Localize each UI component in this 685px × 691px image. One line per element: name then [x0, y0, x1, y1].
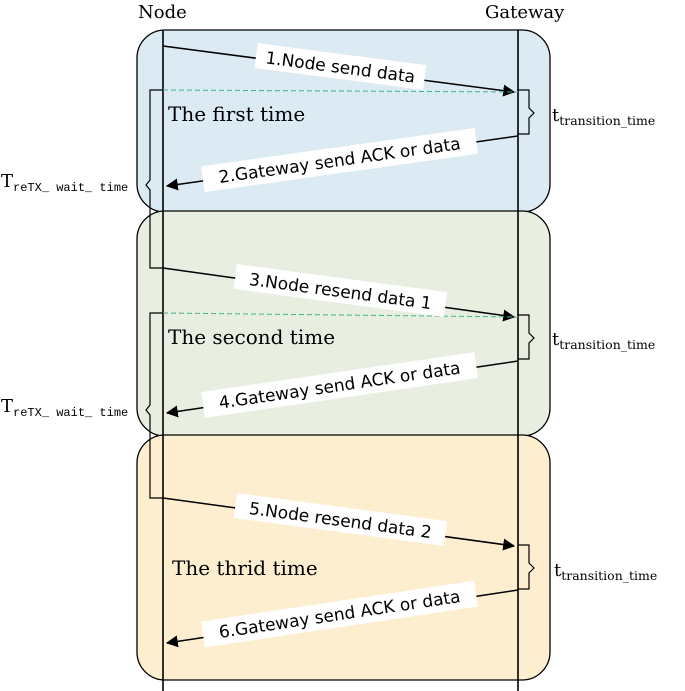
- phase-label-3: The thrid time: [172, 556, 318, 580]
- phase-box-2: [136, 210, 551, 437]
- transition-bracket-1: [518, 89, 535, 135]
- transition-label-1: ttransition_time: [552, 105, 655, 128]
- dashed-marker-1: [162, 89, 519, 93]
- wait-bracket-2: [145, 312, 163, 499]
- phase-label-2: The second time: [168, 325, 335, 349]
- node-header: Node: [138, 2, 187, 23]
- transition-label-3: ttransition_time: [554, 560, 657, 583]
- dashed-marker-2: [162, 312, 519, 318]
- transition-bracket-2: [518, 314, 535, 360]
- phase-label-1: The first time: [168, 102, 305, 126]
- transition-bracket-3: [518, 544, 535, 590]
- transition-label-2: ttransition_time: [552, 329, 655, 352]
- wait-time-label-2: TreTX_ wait_ time: [1, 396, 128, 420]
- wait-time-label-1: TreTX_ wait_ time: [1, 171, 128, 195]
- wait-bracket-1: [145, 89, 163, 269]
- gateway-header: Gateway: [485, 2, 565, 23]
